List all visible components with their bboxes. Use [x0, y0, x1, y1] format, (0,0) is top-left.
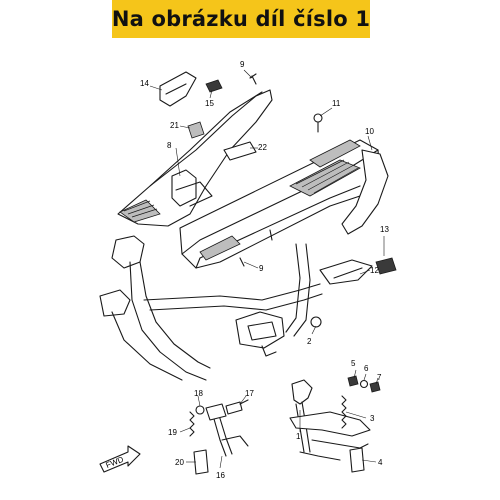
floor-panel [179, 139, 381, 269]
callout-3: 3 [370, 414, 375, 423]
forward-arrow-icon: FWD [99, 445, 141, 473]
frame [99, 235, 323, 381]
callout-14: 14 [140, 79, 149, 88]
leader-lines [149, 69, 385, 469]
callout-7: 7 [377, 373, 382, 382]
bolt-9-lower [239, 229, 273, 267]
callout-6: 6 [364, 364, 369, 373]
callout-2: 2 [307, 337, 312, 346]
callout-17: 17 [245, 389, 254, 398]
pad-22 [223, 141, 257, 161]
spring-3 [341, 395, 347, 429]
clip-15 [205, 79, 223, 93]
callout-21: 21 [170, 121, 179, 130]
bracket-14 [159, 71, 197, 107]
callout-13: 13 [380, 225, 389, 234]
callout-20: 20 [175, 458, 184, 467]
bolt-17 [225, 399, 249, 415]
nut-7 [369, 381, 381, 393]
callout-1: 1 [296, 432, 301, 441]
callout-8: 8 [167, 141, 172, 150]
leg-shield [117, 89, 273, 227]
callout-12: 12 [370, 266, 379, 275]
side-stand [289, 379, 371, 461]
callout-9a: 9 [240, 60, 245, 69]
rear-side-cover [341, 149, 389, 235]
callout-9b: 9 [259, 264, 264, 273]
callout-19: 19 [168, 428, 177, 437]
callout-18: 18 [194, 389, 203, 398]
pad-21 [187, 121, 205, 139]
callout-4: 4 [378, 458, 383, 467]
callout-16: 16 [216, 471, 225, 480]
banner-text: Na obrázku díl číslo 1 [111, 7, 371, 31]
callout-5: 5 [351, 359, 356, 368]
washer-18 [195, 405, 205, 415]
callout-10: 10 [365, 127, 374, 136]
callout-labels: 1 2 3 4 5 6 7 8 9 9 10 11 12 13 14 15 17… [140, 60, 389, 480]
washer-6 [359, 379, 369, 389]
callout-11: 11 [332, 99, 341, 108]
bolt-9-top [249, 73, 257, 85]
bolt-11 [313, 113, 323, 133]
spring-19 [189, 411, 195, 437]
part-number-banner: Na obrázku díl číslo 1 [112, 0, 370, 38]
callout-15: 15 [205, 99, 214, 108]
callout-22: 22 [258, 143, 267, 152]
nut-13 [375, 257, 397, 275]
bolt-5 [347, 375, 359, 387]
rubber-4 [349, 447, 365, 473]
stand-16 [205, 403, 249, 457]
pin-20 [193, 449, 209, 475]
plate-12 [319, 259, 373, 285]
